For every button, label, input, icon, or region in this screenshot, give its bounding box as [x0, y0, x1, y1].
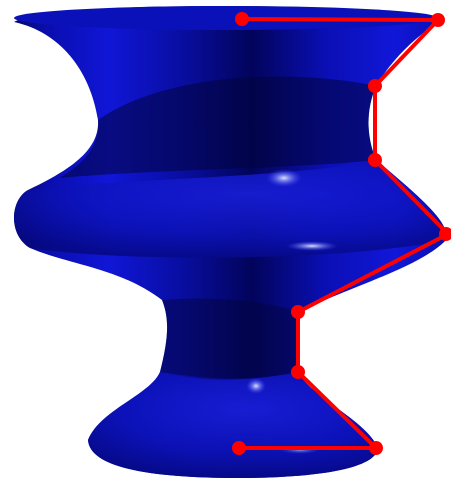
control-point-6[interactable]	[291, 305, 305, 319]
highlight-neck	[266, 169, 302, 187]
control-point-4[interactable]	[368, 153, 382, 167]
control-point-9[interactable]	[232, 441, 246, 455]
control-point-7[interactable]	[291, 365, 305, 379]
control-point-3[interactable]	[368, 79, 382, 93]
highlight-bulge	[286, 241, 338, 251]
foot-band	[88, 372, 378, 478]
waist-shadow	[160, 299, 300, 379]
control-point-8[interactable]	[369, 441, 383, 455]
control-point-2[interactable]	[431, 13, 445, 27]
control-point-1[interactable]	[235, 12, 249, 26]
highlight-foot	[246, 378, 266, 394]
